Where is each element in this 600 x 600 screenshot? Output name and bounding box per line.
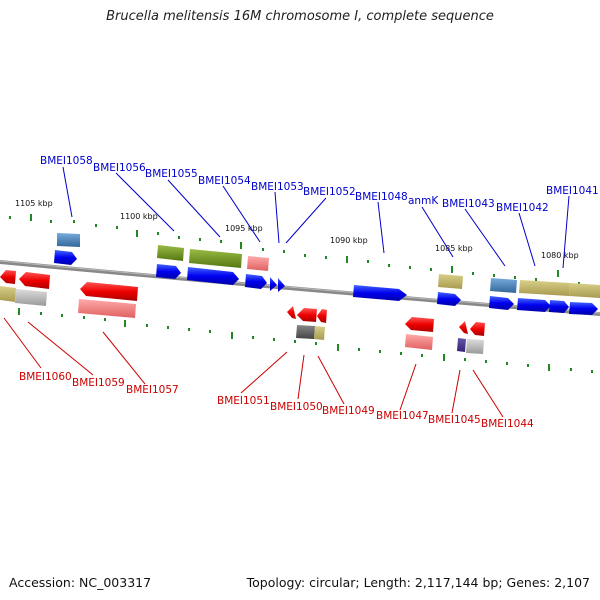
accession-text: Accession: NC_003317 — [9, 575, 152, 590]
gene-arrow — [270, 277, 277, 291]
gene-label-plus[interactable]: anmK — [408, 195, 439, 207]
gene-arrow — [287, 306, 296, 319]
chromosome-backbone — [0, 260, 600, 316]
gene-arrow — [157, 245, 184, 261]
inner-ticks — [18, 308, 593, 373]
gene-label-minus[interactable]: BMEI1057 — [126, 384, 179, 396]
gene-arrow — [278, 278, 285, 292]
gene-arrow — [438, 274, 463, 289]
gene-label-minus[interactable]: BMEI1047 — [376, 410, 429, 422]
gene-label-plus[interactable]: BMEI1058 — [40, 155, 93, 167]
gene-arrow — [0, 286, 16, 302]
gene-label-plus[interactable]: BMEI1048 — [355, 191, 408, 203]
gene-arrow — [353, 285, 407, 301]
gene-label-minus[interactable]: BMEI1060 — [19, 371, 72, 383]
gene-label-minus[interactable]: BMEI1049 — [322, 405, 375, 417]
gene-arrow — [80, 282, 138, 301]
minus-features — [0, 270, 485, 354]
gene-arrow — [247, 256, 269, 271]
plus-leaders — [62, 166, 570, 269]
gene-arrow — [189, 249, 242, 268]
gene-arrow — [156, 264, 181, 279]
gene-arrow — [459, 321, 468, 334]
ruler-label: 1085 kbp — [435, 244, 473, 253]
gene-arrow — [457, 338, 466, 352]
gene-arrow — [19, 272, 50, 289]
gene-label-plus[interactable]: BMEI1053 — [251, 181, 304, 193]
gene-arrow — [187, 267, 239, 285]
gene-arrow — [569, 302, 598, 315]
gene-arrow — [549, 300, 569, 313]
gene-arrow — [297, 308, 317, 322]
outer-ticks — [9, 214, 580, 285]
gene-arrow — [466, 339, 484, 354]
map-title: Brucella melitensis 16M chromosome I, co… — [106, 9, 494, 24]
summary-text: Topology: circular; Length: 2,117,144 bp… — [246, 575, 590, 590]
gene-label-minus[interactable]: BMEI1059 — [72, 377, 125, 389]
ruler-label: 1080 kbp — [541, 251, 579, 260]
gene-arrow — [519, 280, 570, 296]
gene-label-minus[interactable]: BMEI1045 — [428, 414, 481, 426]
gene-label-plus[interactable]: BMEI1041 — [546, 185, 599, 197]
gene-arrow — [314, 326, 325, 340]
gene-label-plus[interactable]: BMEI1055 — [145, 168, 198, 180]
gene-arrow — [245, 274, 267, 289]
gene-label-plus[interactable]: BMEI1052 — [303, 186, 356, 198]
minus-leaders — [3, 317, 504, 418]
ruler-label: 1090 kbp — [330, 236, 368, 245]
gene-arrow — [405, 317, 434, 332]
gene-label-plus[interactable]: BMEI1043 — [442, 198, 495, 210]
gene-arrow — [470, 322, 485, 336]
gene-arrow — [489, 296, 514, 310]
gene-label-minus[interactable]: BMEI1044 — [481, 418, 534, 430]
gene-arrow — [54, 250, 77, 265]
gene-arrow — [57, 233, 80, 247]
ruler-label: 1100 kbp — [120, 212, 158, 221]
gene-arrow — [517, 298, 551, 312]
gene-label-plus[interactable]: BMEI1042 — [496, 202, 549, 214]
gene-arrow — [0, 270, 16, 284]
gene-arrow — [569, 283, 600, 298]
gene-label-plus[interactable]: BMEI1056 — [93, 162, 146, 174]
plus-features — [54, 233, 600, 315]
ruler-label: 1095 kbp — [225, 224, 263, 233]
gene-arrow — [78, 299, 136, 318]
gene-label-plus[interactable]: BMEI1054 — [198, 175, 251, 187]
gene-arrow — [296, 325, 315, 339]
gene-label-minus[interactable]: BMEI1051 — [217, 395, 270, 407]
gene-arrow — [437, 292, 461, 306]
gene-arrow — [317, 309, 327, 323]
gene-label-minus[interactable]: BMEI1050 — [270, 401, 323, 413]
ruler-label: 1105 kbp — [15, 199, 53, 208]
gene-arrow — [15, 289, 47, 306]
gene-arrow — [405, 334, 433, 350]
gene-arrow — [490, 278, 517, 293]
